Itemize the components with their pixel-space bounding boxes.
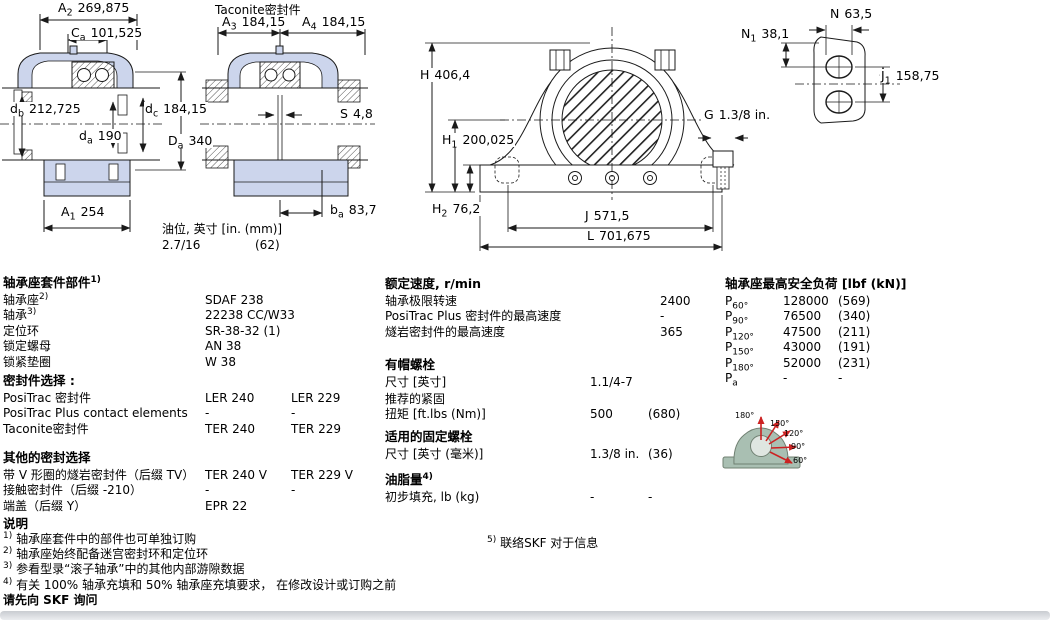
table-row: 尺寸 [英寸 (毫米)]1.3/8 in.(36) (385, 447, 673, 461)
table-row: 轴承座2)SDAF 238 (3, 292, 264, 308)
table-row: P150°43000(191) (725, 340, 871, 358)
fixing-bolts-heading: 适用的固定螺栓 (385, 429, 473, 444)
horizontal-scrollbar[interactable] (0, 611, 1050, 620)
fixing-bolts-table: 适用的固定螺栓 尺寸 [英寸 (毫米)]1.3/8 in.(36) (385, 430, 705, 462)
note-item: 2) 轴承座始终配备迷宫密封环和定位环 (3, 546, 209, 562)
table-row: PosiTrac Plus 密封件的最高速度- (385, 309, 665, 324)
parts-table: 轴承座套件部件1) 轴承座2)SDAF 238 轴承3)22238 CC/W33… (3, 274, 383, 370)
cap-bolts-table: 有帽螺栓 尺寸 [英寸]1.1/4-7 推荐的紧固 扭矩 [ft.lbs (Nm… (385, 358, 705, 422)
footnote-5: 5) 联络SKF 对于信息 (487, 535, 599, 551)
angle-label-90: 90° (791, 442, 806, 451)
table-row: 端盖（后缀 Y）EPR 22 (3, 498, 248, 513)
table-row: 扭矩 [ft.lbs (Nm)]500(680) (385, 407, 681, 421)
table-row: P180°52000(231) (725, 355, 871, 373)
angle-label-180: 180° (735, 411, 755, 420)
notes: 说明 1) 轴承座套件中的部件也可单独订购 2) 轴承座始终配备迷宫密封环和定位… (3, 517, 483, 608)
side-section-drawing (0, 14, 186, 232)
front-view-drawing (425, 27, 750, 251)
table-row: 接触密封件（后缀 -210）-- (3, 483, 296, 498)
oil-level-label: 油位, 英寸 [in. (mm)] (162, 222, 283, 236)
grease-table: 油脂量4) 初步填充, lb (kg)-- (385, 471, 705, 505)
table-row: 尺寸 [英寸]1.1/4-7 (385, 375, 633, 389)
notes-heading: 说明 (3, 516, 29, 531)
oil-level-inch: 2.7/16 (162, 238, 201, 252)
load-direction-diagram (722, 416, 801, 469)
angle-label-60: 60° (793, 456, 808, 465)
table-row: 轴承3)22238 CC/W33 (3, 307, 295, 323)
seals-heading: 密封件选择 : (3, 373, 75, 388)
taconite-section-drawing (200, 27, 375, 217)
note-item: 4) 有关 100% 轴承充填和 50% 轴承座充填要求， 在修改设计或订购之前 (3, 576, 397, 592)
loads-heading: 轴承座最高安全负荷 [lbf (kN)] (725, 276, 907, 291)
other-seals-heading: 其他的密封选择 (3, 450, 91, 465)
angle-label-120: 120° (784, 429, 804, 438)
cap-bolts-heading: 有帽螺栓 (385, 357, 436, 372)
speeds-heading: 额定速度, r/min (385, 276, 482, 291)
parts-heading: 轴承座套件部件1) (3, 274, 101, 290)
note-item: 1) 轴承座套件中的部件也可单独订购 (3, 531, 197, 547)
taconite-title: Taconite密封件 (215, 3, 301, 17)
table-row: 推荐的紧固 (385, 391, 446, 406)
angle-label-150: 150° (770, 419, 790, 428)
table-row: Pa-- (725, 370, 843, 389)
grease-heading: 油脂量4) (385, 471, 433, 487)
table-row: P60°128000(569) (725, 294, 871, 312)
oil-level-mm: (62) (255, 238, 280, 252)
note-item: 3) 参看型录“滚子轴承”中的其他内部游隙数据 (3, 561, 245, 577)
table-row: P90°76500(340) (725, 309, 871, 327)
table-row: 初步填充, lb (kg)-- (385, 490, 653, 504)
table-row: P120°47500(211) (725, 324, 871, 343)
safe-loads-table: 轴承座最高安全负荷 [lbf (kN)] P60°128000(569) P90… (725, 276, 1025, 389)
table-row: PosiTrac Plus contact elements-- (3, 406, 296, 421)
notes-footer: 请先向 SKF 询问 (3, 592, 98, 607)
